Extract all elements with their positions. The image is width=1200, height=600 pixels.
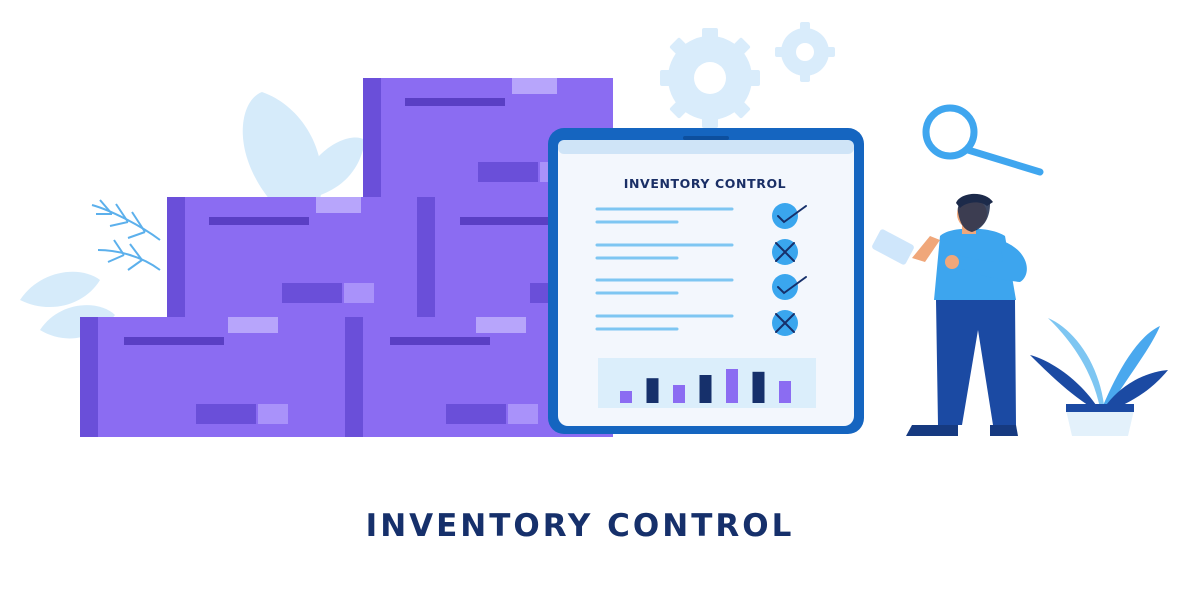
phone [548, 128, 864, 434]
cardboard-box [80, 317, 345, 437]
checklist-row [595, 274, 807, 300]
gear-icon [660, 28, 760, 128]
plant-icon [1030, 318, 1168, 436]
checklist [595, 203, 807, 336]
mini-chart [620, 369, 791, 403]
phone-speaker [683, 136, 729, 140]
checklist-row [595, 310, 798, 336]
gear-icon [775, 22, 835, 82]
headline-title: INVENTORY CONTROL [365, 508, 795, 544]
mini-chart-bar [752, 371, 765, 403]
leaf-icon [91, 199, 161, 271]
phone-screen-title: INVENTORY CONTROL [623, 176, 787, 191]
checklist-row [595, 239, 798, 265]
mini-chart-bar [646, 378, 659, 403]
check-icon [772, 203, 807, 229]
cross-icon [772, 239, 798, 265]
leaf-icon [242, 92, 365, 200]
cardboard-box [167, 197, 417, 317]
mini-chart-bar [779, 381, 791, 403]
mini-chart-bar [673, 385, 685, 403]
box-stack [80, 78, 613, 437]
check-icon [772, 274, 807, 300]
mini-chart-bar [726, 369, 738, 403]
person [872, 193, 1027, 436]
magnifier-icon [922, 104, 1044, 176]
mini-chart-bar [620, 391, 632, 403]
checklist-row [595, 203, 807, 229]
cross-icon [772, 310, 798, 336]
mini-chart-bar [699, 375, 712, 403]
